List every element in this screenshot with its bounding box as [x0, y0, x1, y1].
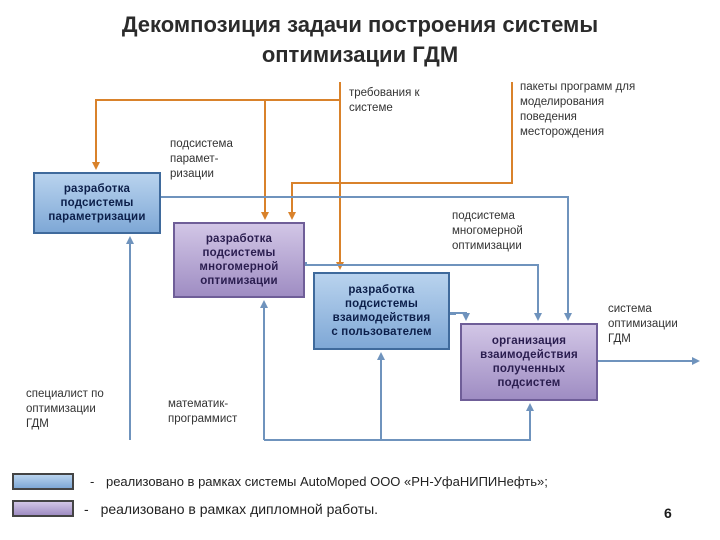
programmer-label: математик- программист — [168, 397, 237, 427]
org-box-line-4: подсистем — [497, 377, 561, 389]
page-number: 6 — [664, 505, 672, 521]
packages-line-2: моделирования — [520, 96, 605, 108]
user-interaction-box: разработка подсистемы взаимодействия с п… — [313, 272, 450, 350]
org-box-line-1: организация — [491, 335, 567, 347]
multi-optimization-box: разработка подсистемы многомерной оптими… — [173, 222, 305, 298]
requirements-label: требования к системе — [349, 86, 420, 116]
legend-swatch-blue — [12, 473, 74, 490]
multi-label-line-2: многомерной — [452, 225, 523, 237]
flow-arrows — [126, 196, 700, 441]
specialist-line-3: ГДМ — [26, 418, 49, 430]
requirements-line-1: требования к — [349, 87, 420, 99]
user-box-line-3: взаимодействия — [332, 312, 431, 324]
system-label-line-2: оптимизации — [608, 318, 678, 330]
subsystem-integration-box: организация взаимодействия полученных по… — [460, 323, 598, 401]
multi-box-line-2: подсистемы — [202, 247, 276, 259]
packages-line-4: месторождения — [520, 126, 605, 138]
param-subsystem-box: разработка подсистемы параметризации — [33, 172, 161, 234]
param-label-line-2: парамет- — [170, 153, 219, 165]
param-label-line-1: подсистема — [170, 138, 233, 150]
specialist-line-2: оптимизации — [26, 403, 96, 415]
programmer-to-org — [381, 403, 534, 441]
packages-line-1: пакеты программ для — [520, 81, 636, 93]
user-box-line-4: с пользователем — [331, 326, 432, 338]
legend-item-2-marker: - — [84, 501, 89, 517]
specialist-label: специалист по оптимизации ГДМ — [26, 387, 104, 432]
param-label-line-3: ризации — [170, 168, 214, 180]
system-output-label: система оптимизации ГДМ — [608, 302, 678, 347]
programmer-to-user — [264, 352, 385, 441]
multi-label-line-1: подсистема — [452, 210, 515, 222]
multi-subsystem-label: подсистема многомерной оптимизации — [452, 209, 523, 254]
packages-line-3: поведения — [520, 111, 577, 123]
org-box-line-2: взаимодействия — [480, 349, 578, 361]
programmer-line-2: программист — [168, 413, 238, 425]
title-line-2: оптимизации ГДМ — [261, 42, 459, 67]
programmer-line-1: математик- — [168, 398, 229, 410]
user-box-line-2: подсистемы — [344, 298, 419, 310]
param-box-line-1: разработка — [63, 183, 131, 195]
legend-item-1-marker: - — [90, 474, 95, 489]
param-to-org — [160, 196, 572, 321]
legend-item-2-text: реализовано в рамках дипломной работы. — [100, 501, 379, 517]
packages-arrows — [288, 82, 513, 220]
multi-box-line-3: многомерной — [199, 261, 279, 273]
user-to-org-entry — [450, 312, 470, 321]
multi-box-line-4: оптимизации — [200, 275, 278, 287]
legend-item-1-text: реализовано в рамках системы AutoMoped О… — [105, 474, 548, 489]
param-subsystem-label: подсистема парамет- ризации — [170, 137, 233, 182]
title-line-1: Декомпозиция задачи построения системы — [121, 12, 599, 37]
param-box-line-2: подсистемы — [60, 197, 134, 209]
legend-item-1: - реализовано в рамках системы AutoMoped… — [90, 474, 548, 489]
legend-item-2: - реализовано в рамках дипломной работы. — [84, 501, 378, 517]
packages-to-multi — [288, 82, 513, 220]
multi-label-line-3: оптимизации — [452, 240, 522, 252]
requirements-line-2: системе — [349, 102, 393, 114]
requirements-trunk — [92, 82, 341, 170]
legend-swatch-purple — [12, 500, 74, 517]
org-box-line-3: полученных — [492, 363, 566, 375]
param-box-line-3: параметризации — [48, 211, 146, 223]
specialist-line-1: специалист по — [26, 388, 104, 400]
multi-to-org — [305, 262, 542, 321]
slide-title: Декомпозиция задачи построения системы о… — [0, 10, 720, 70]
user-box-line-1: разработка — [348, 284, 415, 296]
packages-label: пакеты программ для моделирования поведе… — [520, 80, 635, 140]
system-label-line-1: система — [608, 303, 652, 315]
multi-box-line-1: разработка — [205, 233, 273, 245]
system-label-line-3: ГДМ — [608, 333, 631, 345]
